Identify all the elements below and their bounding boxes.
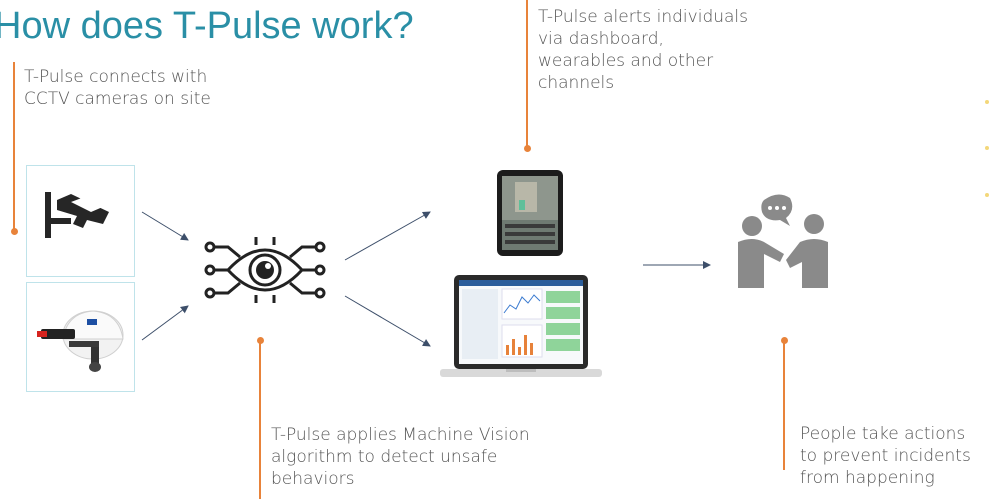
arrow-eye-to-tablet [344,211,431,261]
decor-dot [985,146,989,150]
hard-hat-camera-icon [37,310,124,372]
caption-vision: T-Pulse applies Machine Vision algorithm… [271,425,530,489]
connector-line-connect [13,62,15,232]
cctv-box [26,165,135,277]
caption-actions: People take actions to prevent incidents… [800,424,971,488]
connector-dot-actions [781,337,788,344]
connector-dot-vision [257,337,264,344]
connector-line-vision [259,340,261,499]
decor-dot [985,193,989,197]
people-talking-icon [738,194,828,288]
connector-dot-connect [11,228,18,235]
decor-dot [985,100,989,104]
arrow-eye-to-laptop [344,295,431,347]
caption-connect: T-Pulse connects with CCTV cameras on si… [24,67,211,109]
arrow-hat-to-eye [141,305,189,341]
cctv-camera-icon [45,192,109,238]
arrow-cctv-to-eye [141,211,189,241]
page-title: How does T-Pulse work? [0,5,414,47]
caption-alerts: T-Pulse alerts individuals via dashboard… [538,7,749,93]
connector-dot-alerts [524,145,531,152]
connector-line-alerts [526,0,528,148]
connector-line-actions [783,340,785,470]
tablet-icon [497,170,563,256]
laptop-dashboard-icon [440,275,602,377]
hard-hat-box [26,282,135,392]
machine-vision-eye-icon [204,237,326,303]
